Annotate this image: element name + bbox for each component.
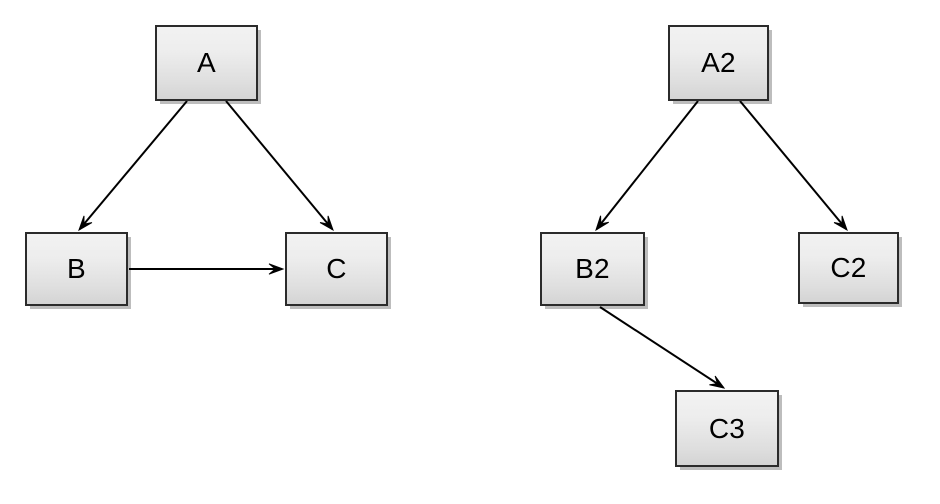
edge-a2-b2[interactable] <box>595 100 699 232</box>
node-a[interactable]: A <box>155 25 258 101</box>
arrowhead-icon <box>268 263 285 275</box>
node-label: C3 <box>708 412 746 444</box>
edge-line <box>599 306 724 389</box>
node-c[interactable]: C <box>285 232 388 306</box>
node-c3[interactable]: C3 <box>675 390 779 467</box>
node-label: A2 <box>701 47 736 78</box>
node-label: C <box>326 253 347 284</box>
node-b2[interactable]: B2 <box>540 232 645 306</box>
edge-b2-c3[interactable] <box>599 306 726 389</box>
edge-line <box>739 100 848 230</box>
node-label: B <box>67 253 86 284</box>
edge-b-c[interactable] <box>129 263 285 275</box>
edge-a-c[interactable] <box>225 100 334 232</box>
edge-a-b[interactable] <box>78 100 188 232</box>
node-c2[interactable]: C2 <box>798 232 899 304</box>
arrowhead-icon <box>833 215 848 232</box>
arrowhead-icon <box>595 215 610 232</box>
node-label: A <box>197 47 216 78</box>
node-b[interactable]: B <box>25 232 128 306</box>
node-label: C2 <box>830 252 867 283</box>
arrowhead-icon <box>78 215 93 232</box>
edge-a2-c2[interactable] <box>739 100 848 232</box>
edge-line <box>225 100 334 230</box>
arrowhead-icon <box>319 215 334 232</box>
arrowhead-icon <box>709 375 726 389</box>
node-a2[interactable]: A2 <box>668 25 769 101</box>
node-label: B2 <box>575 253 610 284</box>
edge-line <box>78 100 188 230</box>
edge-line <box>595 100 699 230</box>
